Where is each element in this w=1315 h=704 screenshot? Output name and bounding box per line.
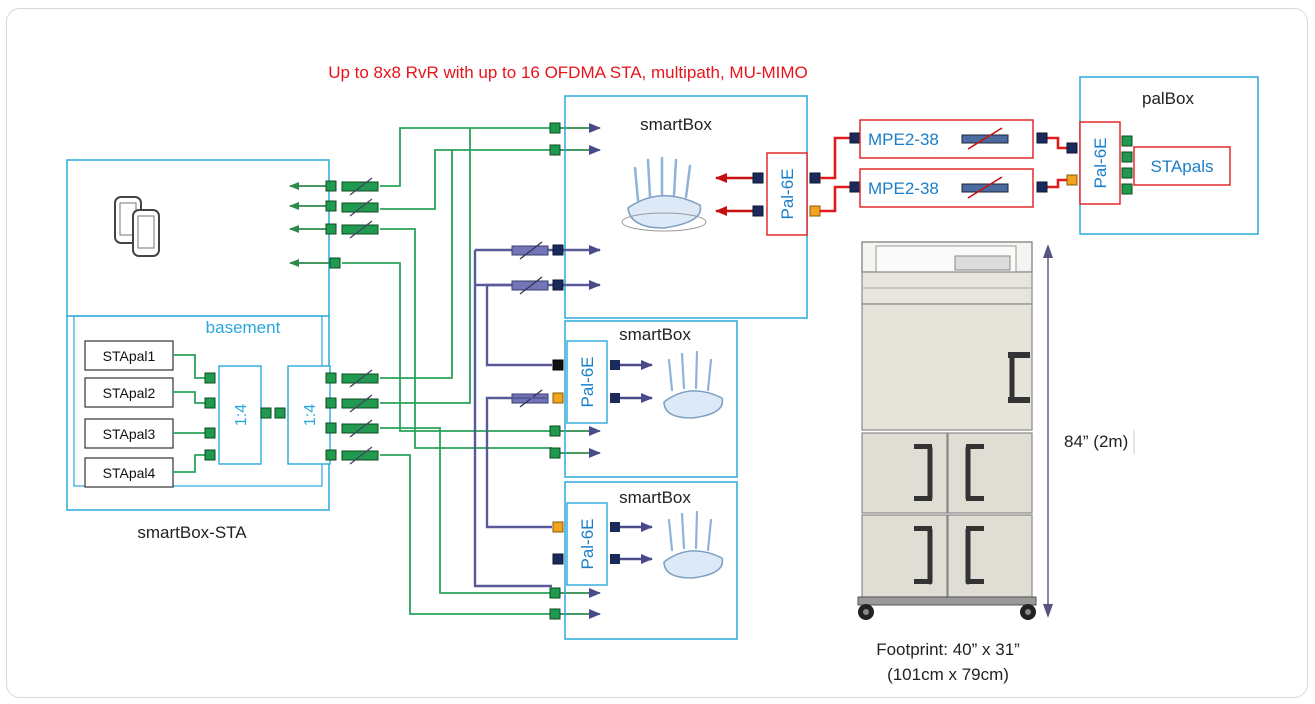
purple-lines-lower: [485, 396, 552, 529]
smartbox-3-label: smartBox: [619, 488, 691, 507]
pal6e-main-label: Pal-6E: [778, 168, 797, 219]
smartbox-2: [564, 320, 738, 478]
attenuators-purple: [511, 241, 564, 408]
router-icon-2: [663, 350, 724, 419]
smartbox-3-arrows: [610, 522, 653, 564]
stapal3-box: [84, 418, 174, 449]
height-dimension-arrow: [1043, 244, 1053, 618]
red-arrows-main: [715, 172, 821, 217]
smartbox-2-label: smartBox: [619, 325, 691, 344]
stapal1-box: [84, 340, 174, 371]
green-arrows-left: [289, 182, 330, 267]
mpe-bottom-label: MPE2-38: [868, 179, 939, 198]
green-lines-lower: [380, 128, 552, 615]
splitter-right: [287, 365, 331, 465]
splitter-left: [218, 365, 262, 465]
chamber-rack-image: [857, 241, 1037, 620]
stapal1-label: STApal1: [103, 348, 156, 364]
stapal2-label: STApal2: [103, 385, 156, 401]
stapals-box: [1133, 146, 1231, 186]
splitter-right-label: 1:4: [302, 404, 319, 426]
pal6e-palbox-box: [1079, 121, 1121, 205]
diagram-title: Up to 8x8 RvR with up to 16 OFDMA STA, m…: [328, 63, 808, 82]
router-icon-main: [621, 156, 707, 232]
smartbox-3: [564, 481, 738, 640]
attenuators-upper: [325, 177, 379, 269]
pal6e-main-box: [766, 152, 808, 236]
smartbox-2-arrows: [610, 360, 653, 403]
pal6e-palbox-label: Pal-6E: [1091, 137, 1110, 188]
stapal4-label: STApal4: [103, 465, 156, 481]
red-lines-mpe: [820, 136, 1070, 213]
mpe-top-label: MPE2-38: [868, 130, 939, 149]
height-label: 84” (2m): [1064, 432, 1128, 451]
stapals-box-label: STApals: [1151, 157, 1214, 176]
smartbox-sta-label: smartBox-STA: [137, 523, 247, 542]
splitter-left-label: 1:4: [233, 404, 250, 426]
attenuators-lower: [325, 369, 379, 465]
footprint-line1: Footprint: 40” x 31”: [876, 640, 1020, 659]
pal6e-2-box: [566, 340, 608, 424]
pal6e-3-label: Pal-6E: [578, 518, 597, 569]
basement-label: basement: [206, 318, 281, 337]
footprint-line2: (101cm x 79cm): [887, 665, 1009, 684]
smartbox-sta-box: [66, 159, 330, 511]
palbox-label: palBox: [1142, 89, 1194, 108]
phones-icon: [114, 196, 160, 257]
pal6e-2-label: Pal-6E: [578, 356, 597, 407]
smartbox-main-label: smartBox: [640, 115, 712, 134]
stapal3-label: STApal3: [103, 426, 156, 442]
pal6e-3-box: [566, 502, 608, 586]
router-icon-3: [663, 510, 724, 579]
